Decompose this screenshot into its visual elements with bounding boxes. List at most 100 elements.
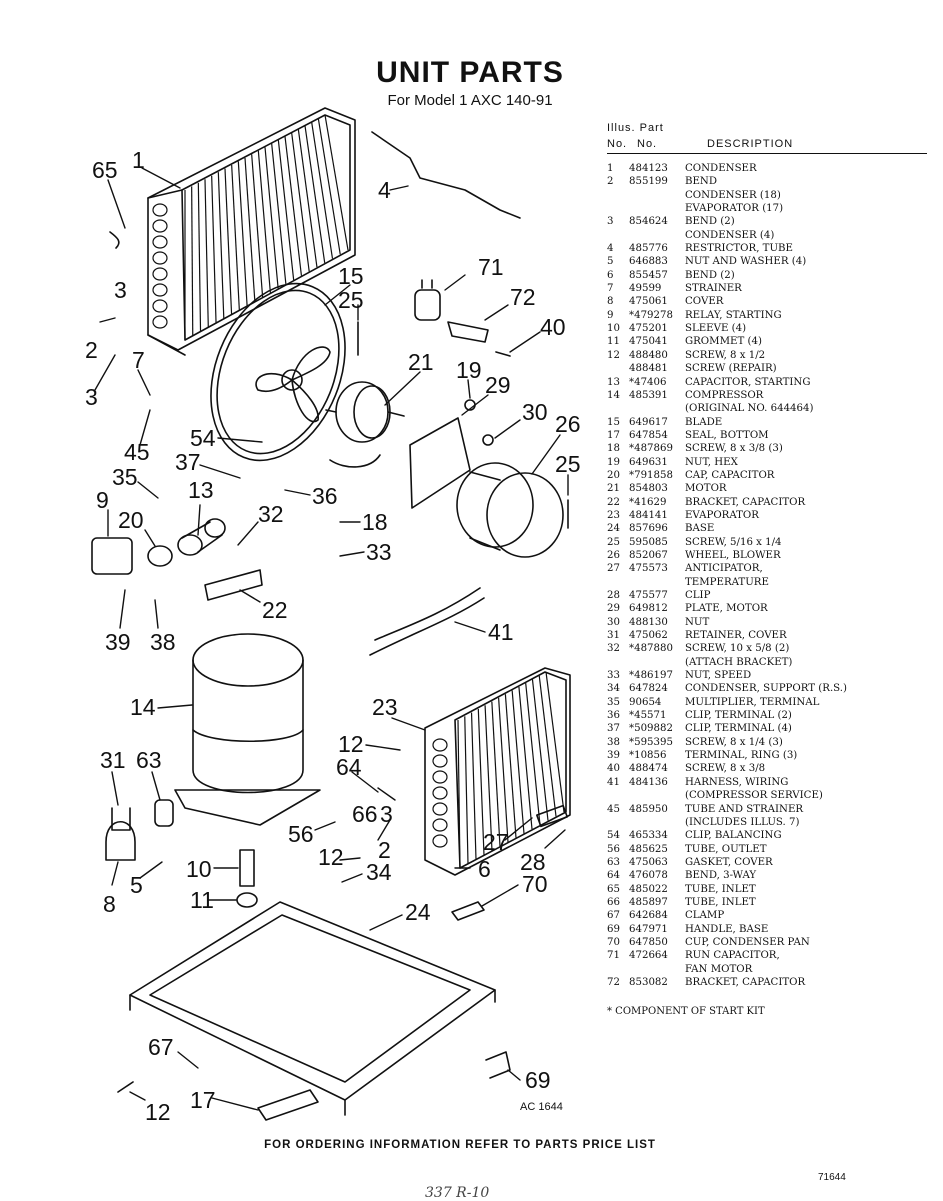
parts-row-part: 465334 [629,830,668,842]
parts-row-no: 26 [607,549,620,561]
parts-row-desc: CLAMP [685,910,725,922]
callout-26: 26 [555,411,581,437]
condenser-fin [284,136,303,276]
parts-row-part: 472664 [629,950,668,962]
parts-row-no: 54 [607,830,620,842]
evaporator-tube-bend [432,802,448,816]
parts-row-desc: BEND, 3-WAY [685,870,757,882]
parts-row-part: 485391 [629,389,668,401]
bottom-seal-drawing [257,1089,319,1121]
condenser-fin [291,132,310,272]
parts-row-desc: CLIP, TERMINAL (2) [685,710,792,722]
parts-row-desc: COMPRESSOR [685,389,764,401]
parts-row: EVAPORATOR (17) [607,202,937,215]
condenser-fin [251,154,264,298]
parts-row-no: 14 [607,389,620,401]
parts-row-part: 475063 [629,856,668,868]
parts-row-desc: CAPACITOR, STARTING [685,376,811,388]
parts-row-part: *486197 [629,670,673,682]
parts-row-no: 29 [607,603,620,615]
handwritten-note: 337 R-10 [425,1185,490,1201]
parts-row-desc: TUBE AND STRAINER [685,803,804,815]
parts-row-desc: (ATTACH BRACKET) [685,656,793,668]
parts-row-desc: BEND (2) [685,269,735,281]
sleeve-drawing [239,849,255,887]
condenser-tube-bend [152,267,168,281]
parts-row-no: 66 [607,896,620,908]
parts-row-desc: SCREW, 8 x 1/2 [685,349,766,361]
parts-row-no: 69 [607,923,620,935]
evaporator-fin [538,675,557,817]
parts-row-part: 485950 [629,803,668,815]
parts-row-no: 72 [607,976,620,988]
capacitor-bracket-drawing [447,321,489,343]
parts-row-part: 484141 [629,509,668,521]
evaporator-tube-bend [432,834,448,848]
callout-14: 14 [130,694,156,720]
parts-row-desc: BASE [685,523,715,535]
evaporator-tube-bend [432,754,448,768]
parts-row-desc: BEND [685,176,718,188]
model-subtitle: For Model 1 AXC 140-91 [387,92,553,109]
parts-row-part: 649812 [629,603,668,615]
callout-65: 65 [92,157,118,183]
parts-row-part: *47406 [629,376,667,388]
parts-row-no: 27 [607,563,620,575]
no-column-heading: No. [607,138,628,150]
parts-row-part: 647854 [629,429,668,441]
callout-3-middle: 3 [380,801,393,827]
parts-row-part: *791858 [629,469,673,481]
condenser-tube-bend [152,315,168,329]
callout-72: 72 [510,284,536,310]
parts-row-desc: RELAY, STARTING [685,309,782,321]
parts-row-desc: SCREW, 5/16 x 1/4 [685,536,782,548]
parts-row-desc: SCREW, 8 x 1/4 (3) [685,736,783,748]
parts-row-no: 12 [607,349,620,361]
callout-64: 64 [336,754,362,780]
cover-gasket-drawing [154,799,174,827]
parts-row-desc: SLEEVE (4) [685,323,747,335]
evaporator-fin [518,686,533,830]
fan-blade-drawing [210,282,346,462]
condenser-fin [244,157,256,302]
evaporator-fin [470,712,477,860]
screw-40-drawing [495,351,511,357]
parts-row-no: 64 [607,870,620,882]
callout-22: 22 [262,597,288,623]
parts-row-no: 65 [607,883,620,895]
callout-1: 1 [132,147,145,173]
parts-row-desc: EVAPORATOR [685,509,759,521]
condenser-fin [277,139,295,281]
drawing-code: AC 1644 [520,1101,563,1113]
callout-2-middle: 2 [378,837,391,863]
page-title: UNIT PARTS [376,56,564,89]
evaporator-fin [504,694,517,838]
parts-row-part: 485776 [629,243,668,255]
parts-row-desc: MOTOR [685,483,727,495]
parts-row-part: 90654 [629,696,662,708]
parts-row-desc: (INCLUDES ILLUS. 7) [685,816,800,828]
parts-row-part: 488474 [629,763,668,775]
parts-row-part: *595395 [629,736,673,748]
callout-12-lower: 12 [318,844,344,870]
callout-24: 24 [405,899,431,925]
cover-retainer-drawing [111,807,131,831]
parts-row-part: 853082 [629,976,668,988]
callout-5: 5 [130,872,143,898]
parts-row-no: 10 [607,323,620,335]
parts-row-part: 485022 [629,883,668,895]
